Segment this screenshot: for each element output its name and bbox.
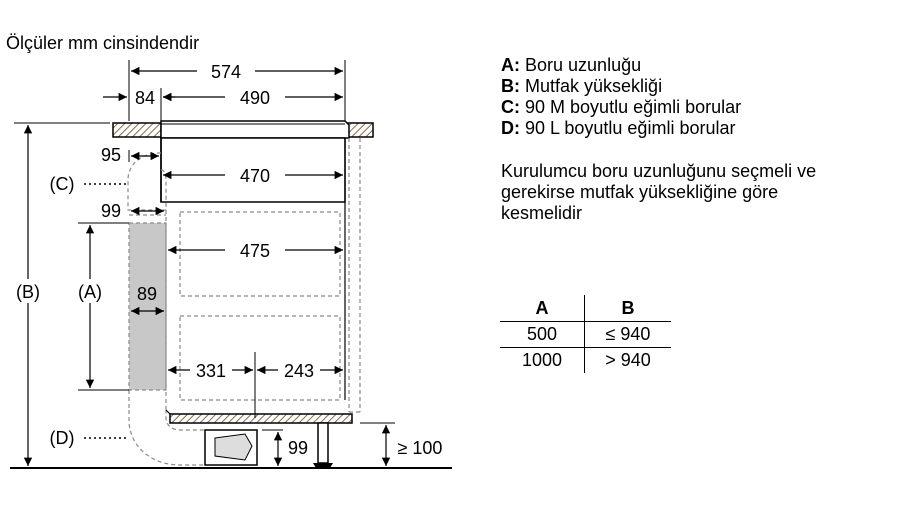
dim-84: 84: [135, 88, 155, 108]
units-note: Ölçüler mm cinsindendir: [6, 33, 200, 53]
duct-vertical: [128, 222, 167, 391]
duct-bend-lower: [128, 410, 206, 466]
dim-99-top: 99: [101, 201, 121, 221]
ab-table: A B 500 ≤ 940 1000 > 940: [500, 295, 671, 373]
table-row: 1000 > 940: [500, 347, 671, 373]
cabinet-foot: [317, 422, 329, 464]
callout-d: (D): [50, 428, 75, 448]
dim-99-bottom: 99: [288, 438, 308, 458]
table-header-b: B: [584, 295, 671, 322]
callout-c: (C): [50, 174, 75, 194]
dim-89: 89: [137, 284, 157, 304]
table-row: 500 ≤ 940: [500, 321, 671, 348]
cabinet-bottom: [169, 413, 353, 424]
legend-item-b: B: Mutfak yüksekliği: [501, 76, 663, 96]
legend-item-c: C: 90 M boyutlu eğimli borular: [501, 97, 742, 117]
cooktop-glass: [160, 120, 350, 139]
dim-min-100: ≥ 100: [398, 438, 443, 458]
plinth-grille: [214, 433, 253, 461]
drawer-upper: [179, 211, 341, 297]
callout-b: (B): [16, 282, 40, 302]
dim-574: 574: [211, 62, 241, 82]
legend-item-d: D: 90 L boyutlu eğimli borular: [501, 118, 736, 138]
legend-item-a: A: Boru uzunluğu: [501, 55, 642, 75]
back-wall-dashed: [348, 138, 361, 413]
callout-a: (A): [78, 282, 102, 302]
table-header-a: A: [500, 295, 585, 322]
legend: A: Boru uzunluğu B: Mutfak yüksekliği C:…: [501, 55, 741, 139]
worktop-left: [112, 122, 162, 138]
dim-470: 470: [240, 166, 270, 186]
dim-475: 475: [240, 241, 270, 261]
installer-note: Kurulumcu boru uzunluğunu seçmeli ve ger…: [501, 161, 817, 223]
dim-95: 95: [101, 145, 121, 165]
drawer-lower: [179, 315, 341, 401]
dim-331: 331: [196, 361, 226, 381]
dim-490: 490: [240, 88, 270, 108]
dim-243: 243: [284, 361, 314, 381]
